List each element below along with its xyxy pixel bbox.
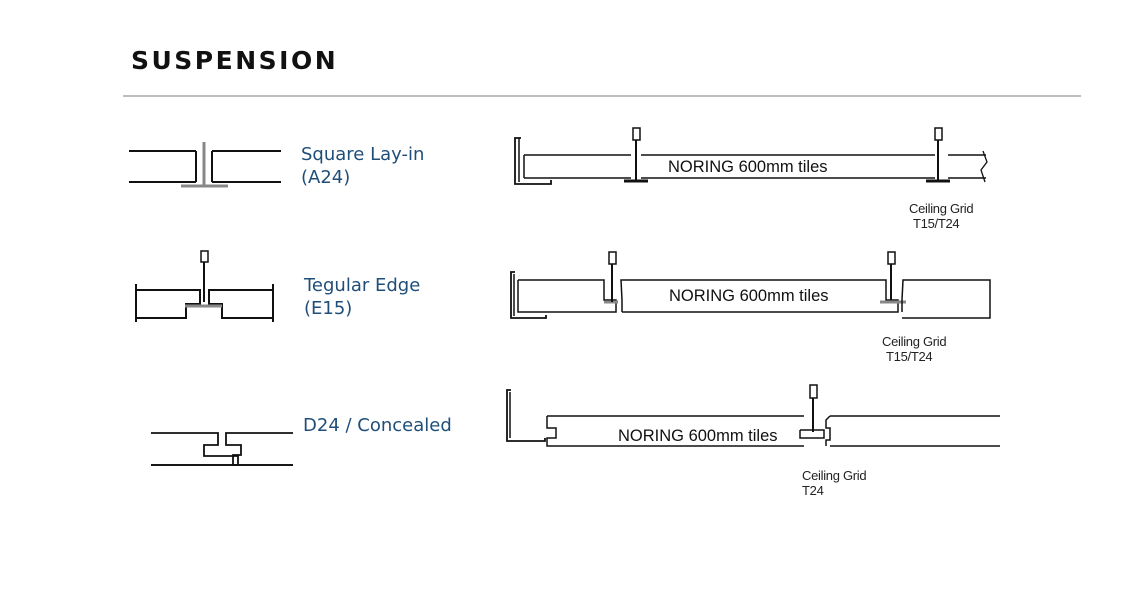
square-layin-icon bbox=[129, 142, 281, 188]
square-layin-code: (A24) bbox=[301, 167, 351, 188]
square-layin-tile-label: NORING 600mm tiles bbox=[668, 158, 828, 176]
d24-concealed-label: D24 / Concealed bbox=[303, 414, 452, 437]
tegular-edge-section bbox=[510, 251, 991, 319]
tegular-edge-grid-note: Ceiling Grid T15/T24 bbox=[882, 334, 947, 364]
d24-concealed-icon bbox=[151, 432, 293, 466]
d24-concealed-tile-label: NORING 600mm tiles bbox=[618, 427, 778, 445]
d24-concealed-grid-label: Ceiling Grid bbox=[802, 468, 867, 483]
tegular-edge-icon bbox=[135, 250, 274, 322]
tegular-edge-label: Tegular Edge (E15) bbox=[304, 274, 420, 320]
square-layin-grid-label: Ceiling Grid bbox=[909, 201, 974, 216]
tegular-edge-grid-label: Ceiling Grid bbox=[882, 334, 947, 349]
d24-concealed-grid-type: T24 bbox=[802, 483, 824, 498]
d24-concealed-name: D24 / Concealed bbox=[303, 415, 452, 436]
tegular-edge-name: Tegular Edge bbox=[304, 275, 421, 296]
tegular-edge-grid-type: T15/T24 bbox=[886, 349, 933, 364]
tegular-edge-tile-label: NORING 600mm tiles bbox=[669, 287, 829, 305]
square-layin-grid-note: Ceiling Grid T15/T24 bbox=[909, 201, 974, 231]
square-layin-label: Square Lay-in (A24) bbox=[301, 143, 424, 189]
d24-concealed-grid-note: Ceiling Grid T24 bbox=[802, 468, 867, 498]
square-layin-name: Square Lay-in bbox=[301, 144, 425, 165]
page-title: SUSPENSION bbox=[131, 46, 339, 75]
title-divider bbox=[123, 95, 1081, 97]
tegular-edge-code: (E15) bbox=[304, 298, 353, 319]
square-layin-grid-type: T15/T24 bbox=[913, 216, 960, 231]
square-layin-section bbox=[514, 127, 988, 185]
d24-concealed-section bbox=[506, 384, 1000, 447]
